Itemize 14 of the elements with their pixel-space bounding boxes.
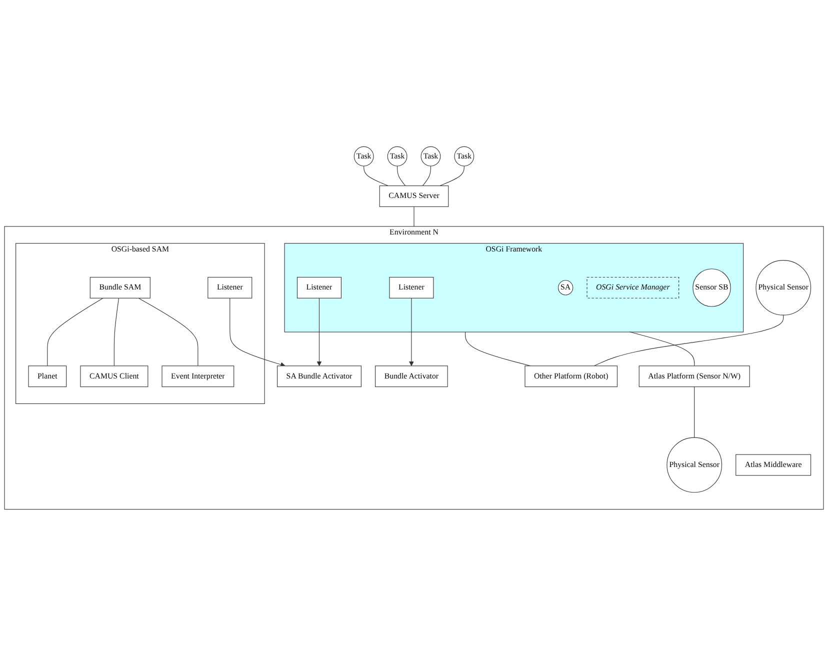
arrow: [230, 298, 286, 367]
connector: [422, 166, 431, 186]
connector: [694, 386, 695, 438]
connector: [47, 298, 104, 366]
connector: [630, 332, 695, 366]
connector: [138, 298, 198, 366]
connector: [440, 166, 464, 186]
connector: [114, 298, 120, 366]
connector: [465, 332, 532, 366]
arrow: [408, 298, 414, 366]
connector: [397, 166, 406, 186]
arrow: [316, 298, 322, 366]
connector: [364, 166, 388, 186]
connector: [594, 314, 784, 366]
